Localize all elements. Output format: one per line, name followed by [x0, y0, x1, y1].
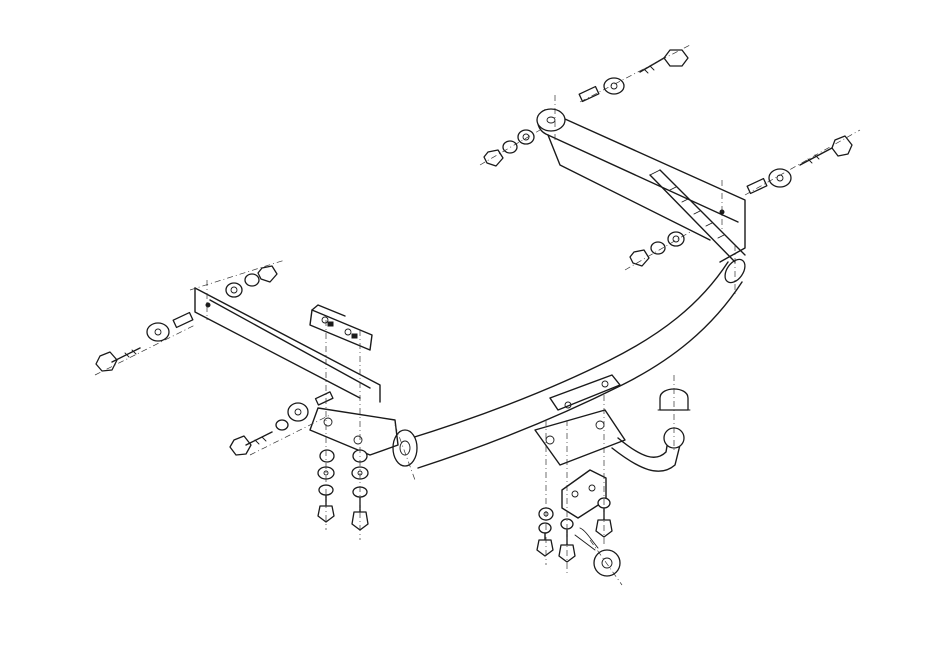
electrical-socket — [574, 527, 621, 577]
fastener-set-right-top — [578, 49, 689, 103]
fastener-set-right-side — [746, 135, 853, 195]
ball-mount-bracket — [534, 374, 626, 519]
alignment-center-lines — [94, 44, 861, 586]
fastener-set-mid-nuts — [629, 231, 685, 267]
tow-ball — [611, 388, 691, 472]
right-side-arm — [536, 108, 746, 263]
left-side-arm — [194, 287, 399, 456]
fastener-set-left-lower — [229, 391, 334, 456]
main-cross-beam — [392, 258, 746, 469]
fastener-set-left-side — [95, 311, 194, 372]
fastener-set-left-top — [225, 265, 278, 298]
fastener-set-right-nuts — [483, 129, 535, 167]
vertical-bolt-stacks-left — [317, 449, 369, 531]
left-upper-bracket — [309, 304, 373, 351]
